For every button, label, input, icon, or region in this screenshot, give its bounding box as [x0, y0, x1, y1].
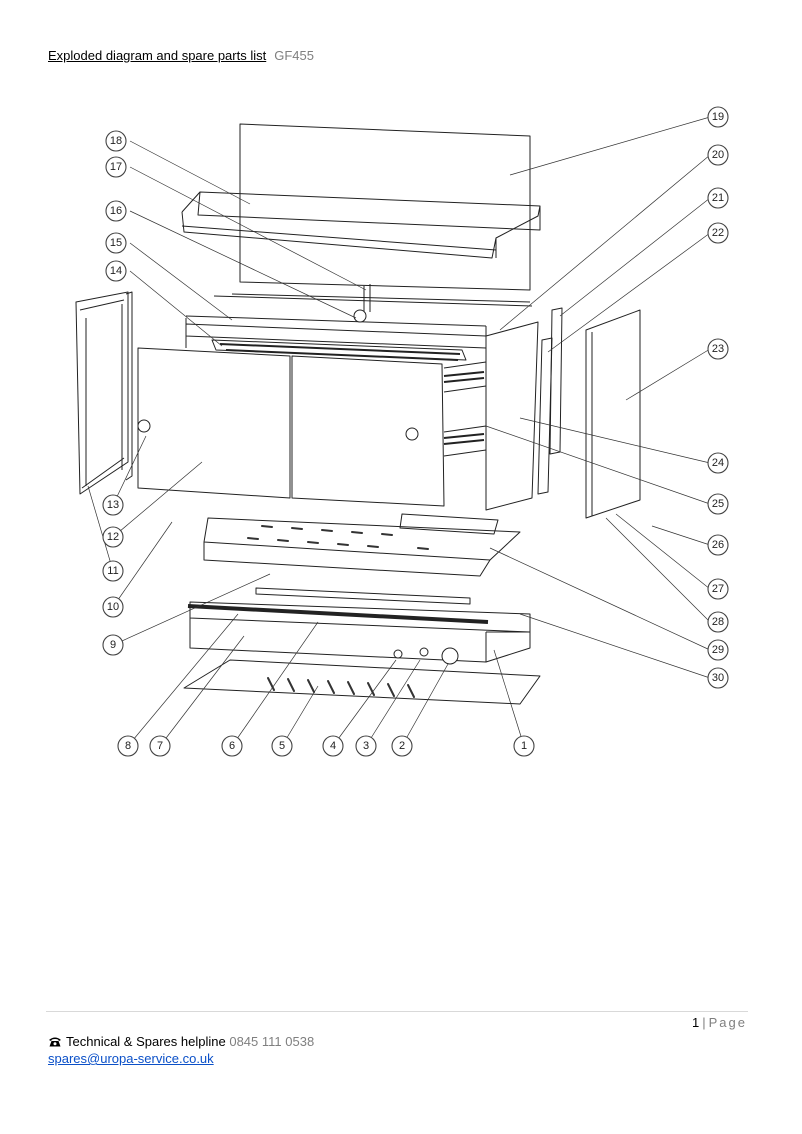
callout-6: 6 — [229, 740, 235, 752]
callout-30: 30 — [712, 672, 724, 684]
footer-divider — [46, 1011, 748, 1012]
callout-3: 3 — [363, 740, 369, 752]
callout-22: 22 — [712, 227, 724, 239]
page-number: 1 — [692, 1015, 700, 1030]
spares-email-link[interactable]: spares@uropa-service.co.uk — [48, 1051, 214, 1066]
callout-9: 9 — [110, 639, 116, 651]
callout-10: 10 — [107, 601, 119, 613]
callout-27: 27 — [712, 583, 724, 595]
helpline-line: Technical & Spares helpline 0845 111 053… — [48, 1033, 314, 1050]
callout-11: 11 — [107, 565, 118, 577]
callout-7: 7 — [157, 740, 163, 752]
callout-2: 2 — [399, 740, 405, 752]
callout-12: 12 — [107, 531, 119, 543]
callout-13: 13 — [107, 499, 119, 511]
back-panel-shape — [239, 123, 531, 291]
helpline-label: Technical & Spares helpline — [66, 1034, 226, 1049]
callout-25: 25 — [712, 498, 724, 510]
page-header: Exploded diagram and spare parts list GF4… — [48, 48, 314, 63]
page-indicator: 1|Page — [692, 1015, 747, 1030]
callout-29: 29 — [712, 644, 724, 656]
callout-19: 19 — [712, 111, 724, 123]
callout-21: 21 — [712, 192, 724, 204]
callout-23: 23 — [712, 343, 724, 355]
callout-1: 1 — [521, 740, 527, 752]
callout-17: 17 — [110, 161, 122, 173]
helpline-number: 0845 111 0538 — [229, 1034, 315, 1049]
callout-26: 26 — [712, 539, 724, 551]
callout-24: 24 — [712, 457, 724, 469]
exploded-diagram: 1 2 3 4 5 6 7 8 9 10 11 12 13 14 15 16 1… — [75, 106, 729, 757]
page-footer: Technical & Spares helpline 0845 111 053… — [48, 1033, 314, 1067]
callout-14: 14 — [110, 265, 122, 277]
callout-15: 15 — [110, 237, 122, 249]
telephone-icon — [49, 1037, 61, 1047]
callout-5: 5 — [279, 740, 285, 752]
callout-28: 28 — [712, 616, 724, 628]
page-label: Page — [708, 1015, 747, 1030]
page-separator: | — [702, 1015, 706, 1030]
callout-20: 20 — [712, 149, 724, 161]
callout-8: 8 — [125, 740, 131, 752]
document-title: Exploded diagram and spare parts list — [48, 48, 267, 63]
model-code: GF455 — [274, 48, 314, 63]
callout-16: 16 — [110, 205, 122, 217]
callout-4: 4 — [330, 740, 336, 752]
callout-18: 18 — [110, 135, 122, 147]
